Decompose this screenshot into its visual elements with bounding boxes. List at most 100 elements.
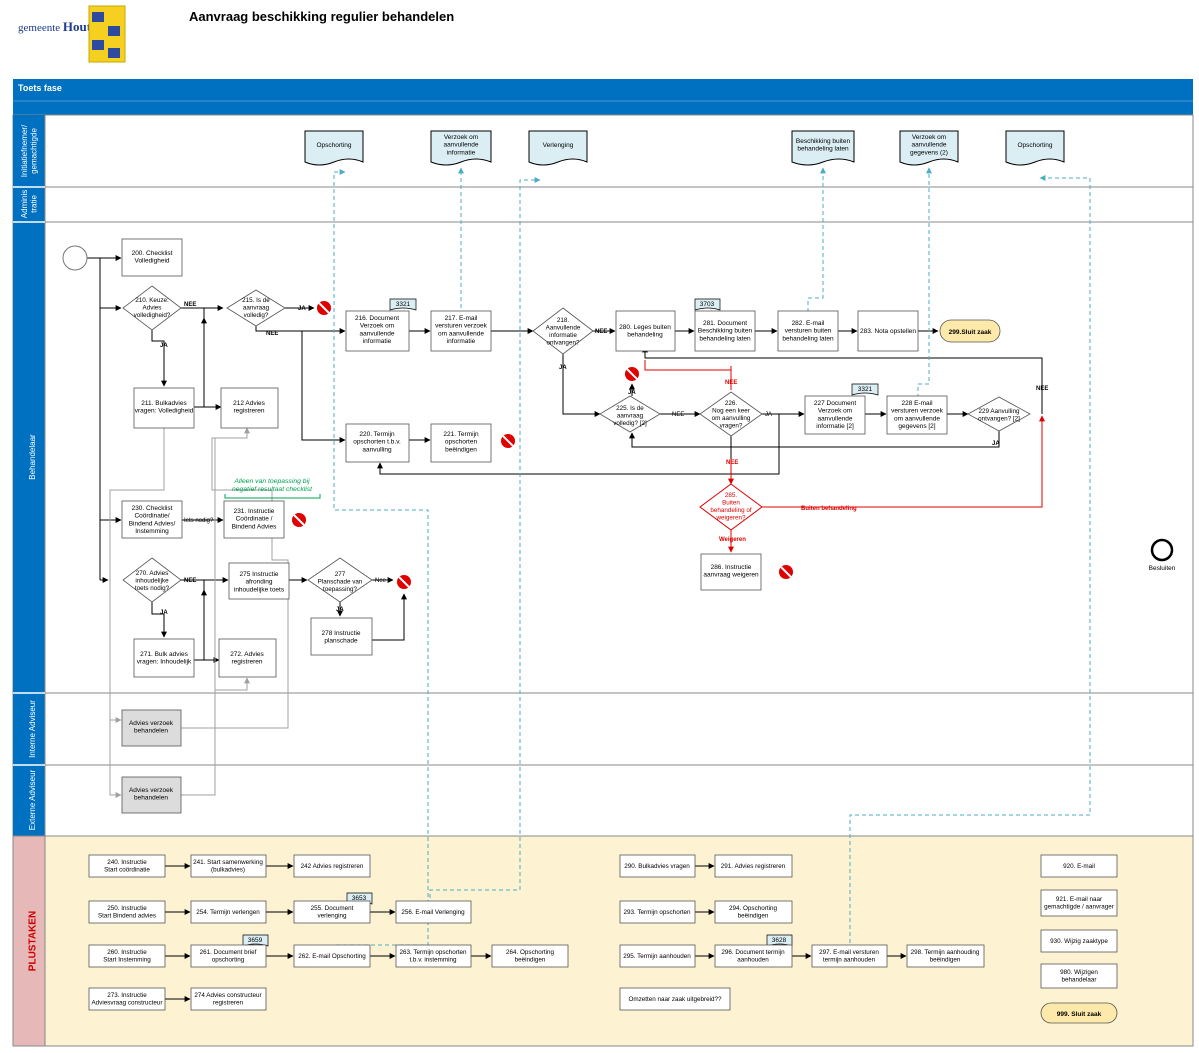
lane-label-interne: Interne Adviseur <box>28 700 37 758</box>
text-line: 271. Bulk advies <box>140 651 188 658</box>
badge-261: 3659 <box>242 934 269 947</box>
gateway-229 <box>967 396 1031 432</box>
gateway-285 <box>699 483 763 531</box>
text-line: gegevens (2) <box>910 149 948 156</box>
task-216 <box>345 310 410 352</box>
text-line: 226. <box>725 400 738 407</box>
task-278 <box>310 617 373 656</box>
terminal-299-sluit-zaak: 299.Sluit zaak <box>939 319 1001 343</box>
stop-icon <box>501 434 515 448</box>
stop-icon <box>317 301 331 315</box>
text-line: opschorting <box>212 956 245 963</box>
text-line: 296. Document termijn <box>721 949 785 956</box>
svg-text:NEE: NEE <box>266 331 278 337</box>
text-line: 283. Nota opstellen <box>860 328 916 335</box>
lane-label-initiatiefnemer: Initiatiefnemer/gemachtigde <box>20 124 38 177</box>
svg-text:3321: 3321 <box>396 301 411 308</box>
houten-logo-emblem <box>88 5 126 63</box>
text-line: 980. Wijzigen <box>1060 969 1098 976</box>
text-line: t.b.v. instemming <box>409 956 457 963</box>
plustaak-930 <box>1040 929 1118 953</box>
plustaak-294 <box>714 900 793 924</box>
document-opschorting-1: Opschorting <box>304 130 364 166</box>
text-line: beëindigen <box>930 956 961 963</box>
gateway-226 <box>699 391 763 437</box>
svg-text:NEE: NEE <box>184 302 196 308</box>
plustaak-274 <box>190 987 267 1011</box>
text-line: 286. Instructie <box>711 564 752 571</box>
label-text: 930. Wijzig zaaktype <box>1050 938 1108 945</box>
plustaak-296 <box>714 944 793 968</box>
text-line: vragen: Volledigheid <box>135 408 194 415</box>
svg-text:JA: JA <box>765 412 772 418</box>
svg-text:Buiten behandeling: Buiten behandeling <box>801 506 857 512</box>
text-line: behandeling laten <box>782 335 834 342</box>
text-line: 242 Advies registreren <box>301 863 364 870</box>
text-line: Instemming <box>135 528 169 535</box>
label-text: 242 Advies registreren <box>301 863 364 870</box>
text-line: Alleen van toepassing bij <box>233 478 310 485</box>
text-line: Interne Adviseur <box>28 700 37 758</box>
text-line: informatie <box>447 149 476 156</box>
svg-text:JA: JA <box>160 343 168 349</box>
text-line: Verzoek om <box>912 134 946 141</box>
text-line: gemachtigde / aanvrager <box>1044 903 1114 910</box>
text-line: Adminis <box>20 190 29 218</box>
text-line: Buiten <box>722 499 740 506</box>
svg-text:JA: JA <box>992 441 1000 447</box>
gateway-215 <box>226 289 286 327</box>
plustaak-980 <box>1040 963 1118 989</box>
text-line: aanvulling <box>362 446 392 453</box>
text-line: Bindend Advies/ <box>129 520 176 527</box>
text-line: 215. Is de <box>242 297 270 304</box>
task-280 <box>615 310 676 352</box>
text-line: 241. Start samenwerking <box>193 859 263 866</box>
text-line: 256. E-mail Verlenging <box>401 909 465 916</box>
text-line: termijn aanhouden <box>823 956 876 963</box>
text-line: verlenging <box>317 912 347 919</box>
gateway-218 <box>532 307 594 355</box>
text-line: Opschorting <box>316 142 351 149</box>
text-line: 210. Keuze: <box>135 297 169 304</box>
text-line: behandelaar <box>1061 976 1096 983</box>
svg-text:3321: 3321 <box>858 386 873 393</box>
text-line: 212 Advies <box>233 400 266 407</box>
task-231 <box>223 500 285 539</box>
plustaak-242 <box>293 854 371 878</box>
text-line: Start Bindend advies <box>98 912 156 919</box>
plustaken-lane <box>12 835 1194 1047</box>
text-line: 270. Advies <box>136 570 169 577</box>
text-line: aanvullende <box>911 142 946 149</box>
text-line: afronding <box>245 579 272 586</box>
gateway-225 <box>599 395 661 433</box>
gateway-277 <box>307 557 373 603</box>
stop-icon <box>292 513 306 527</box>
text-line: aanvullende <box>443 142 478 149</box>
text-line: Aanvullende <box>546 324 581 331</box>
label-text: 254. Termijn verlengen <box>196 909 260 916</box>
text-line: 280. Leges buiten <box>619 324 671 331</box>
text-line: Bindend Advies <box>232 523 278 530</box>
task-281 <box>694 310 756 352</box>
task-220 <box>345 423 410 463</box>
svg-text:3628: 3628 <box>772 937 787 944</box>
text-line: volledig? <box>244 312 269 319</box>
text-line: aanvullende <box>359 330 394 337</box>
text-line: 295. Termijn aanhouden <box>623 953 691 960</box>
text-line: 262. E-mail Opschorting <box>298 953 366 960</box>
text-line: 263. Termijn opschorten <box>399 949 467 956</box>
text-line: registreren <box>233 408 264 415</box>
